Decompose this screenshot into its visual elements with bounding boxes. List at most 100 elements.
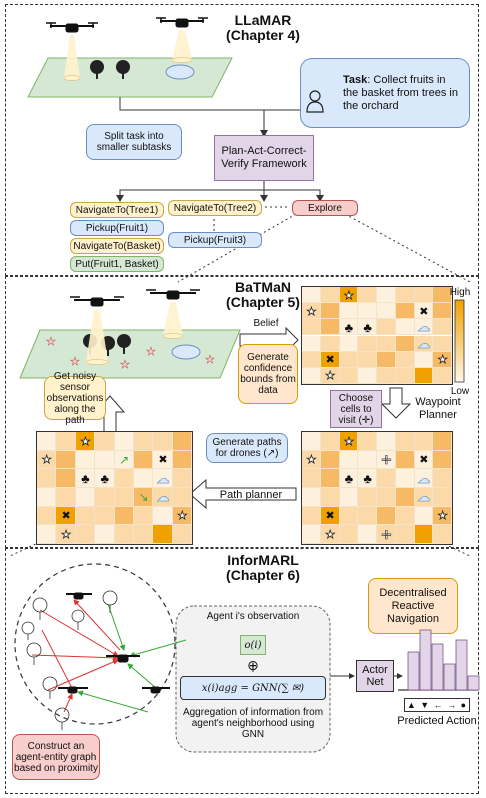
grid-cell: [302, 319, 321, 336]
histogram-bar: [419, 629, 432, 691]
grid-cell: [320, 525, 340, 544]
grid-cell: [414, 525, 434, 544]
informarl-section: [5, 548, 479, 794]
grid-cell: [377, 506, 396, 526]
grid-cell: [320, 469, 340, 488]
grid-cell: [414, 351, 434, 368]
grid-cell: [395, 303, 415, 320]
tree-icon: ♣: [344, 319, 354, 335]
gnn-formula-box: x(i)agg = GNN(∑ ✉): [180, 676, 326, 700]
grid-cell: [433, 469, 452, 488]
tree-icon: [116, 60, 130, 79]
grid-cell: [433, 335, 452, 352]
star-icon: ★: [437, 354, 448, 367]
grid-cell: [302, 506, 321, 526]
star-icon: ★: [325, 529, 336, 542]
grid-cell: [302, 450, 321, 470]
grid-cell: [358, 335, 377, 352]
histogram-bar: [455, 639, 468, 691]
grid-cell: [377, 432, 396, 451]
grid-cell: [320, 432, 340, 451]
actor-net-box: Actor Net: [356, 660, 394, 692]
belief-grid: ★★★★♣♣✖✖☁☁: [301, 286, 453, 385]
grid-cell: [377, 351, 396, 368]
grid-cell: [339, 525, 359, 544]
grid-cell: [133, 450, 154, 470]
grid-cell: [433, 303, 452, 320]
svg-text:★: ★: [120, 359, 130, 371]
grid-cell: [153, 506, 173, 526]
grid-cell: [114, 506, 134, 526]
subtask-navigate-basket: NavigateTo(Basket): [70, 238, 164, 254]
grid-cell: [172, 450, 192, 470]
tree-icon: ♣: [344, 471, 354, 487]
grid-cell: [433, 525, 452, 544]
cloud-icon: ☁: [417, 319, 431, 335]
grid-cell: [377, 303, 396, 320]
star-icon: ★: [306, 454, 317, 467]
waypoint-grid: ★★★★♣♣✖✖☁☁✛✛: [301, 431, 453, 545]
grid-cell: [114, 488, 134, 507]
star-icon: ★: [177, 510, 188, 523]
grid-cell: [302, 351, 321, 368]
grid-cell: [433, 488, 452, 507]
grid-cell: [133, 488, 154, 507]
svg-text:★: ★: [70, 356, 80, 368]
colorbar-high-label: High: [449, 287, 471, 298]
grid-cell: [414, 450, 434, 470]
grid-cell: [302, 488, 321, 507]
grid-cell: [133, 469, 154, 488]
grid-cell: [414, 469, 434, 488]
grid-cell: [153, 432, 173, 451]
tree-icon: ♣: [81, 471, 90, 487]
grid-cell: [395, 432, 415, 451]
cloud-icon: ☁: [417, 470, 431, 486]
grid-cell: [358, 287, 377, 304]
path-icon: ↗: [119, 452, 130, 467]
grid-cell: [37, 432, 57, 451]
grid-cell: [56, 506, 76, 526]
informarl-title: InforMARL (Chapter 6): [226, 552, 300, 583]
grid-cell: [320, 303, 340, 320]
grid-cell: [414, 319, 434, 336]
drone-icon: ✖: [158, 454, 168, 467]
drone-icon: [146, 289, 200, 300]
grid-cell: [395, 287, 415, 304]
grid-cell: [433, 287, 452, 304]
grid-cell: [153, 525, 173, 544]
grid-cell: [153, 469, 173, 488]
grid-cell: [395, 351, 415, 368]
subtask-navigate-tree1: NavigateTo(Tree1): [70, 202, 164, 218]
grid-cell: [339, 506, 359, 526]
grid-cell: [56, 450, 76, 470]
grid-cell: [56, 432, 76, 451]
split-task-box: Split task into smaller subtasks: [86, 124, 182, 160]
grid-cell: [56, 488, 76, 507]
grid-cell: [95, 488, 115, 507]
grid-cell: [377, 335, 396, 352]
grid-cell: [302, 525, 321, 544]
grid-cell: [75, 432, 96, 451]
grid-cell: [377, 450, 396, 470]
grid-cell: [395, 469, 415, 488]
grid-cell: [75, 469, 96, 488]
framework-box: Plan-Act-Correct-Verify Framework: [214, 135, 314, 181]
grid-cell: [153, 488, 173, 507]
grid-cell: [414, 303, 434, 320]
grid-cell: [114, 525, 134, 544]
grid-cell: [302, 432, 321, 451]
grid-cell: [339, 319, 359, 336]
tree-icon: ♣: [363, 471, 372, 487]
grid-cell: [172, 525, 192, 544]
generate-paths-box: Generate paths for drones (↗): [206, 433, 288, 463]
grid-cell: [320, 367, 340, 384]
grid-cell: [358, 525, 377, 544]
drone-icon: [156, 17, 208, 28]
grid-cell: [395, 525, 415, 544]
grid-cell: [358, 488, 377, 507]
grid-cell: [302, 287, 321, 304]
subtask-navigate-tree2: NavigateTo(Tree2): [168, 200, 262, 216]
